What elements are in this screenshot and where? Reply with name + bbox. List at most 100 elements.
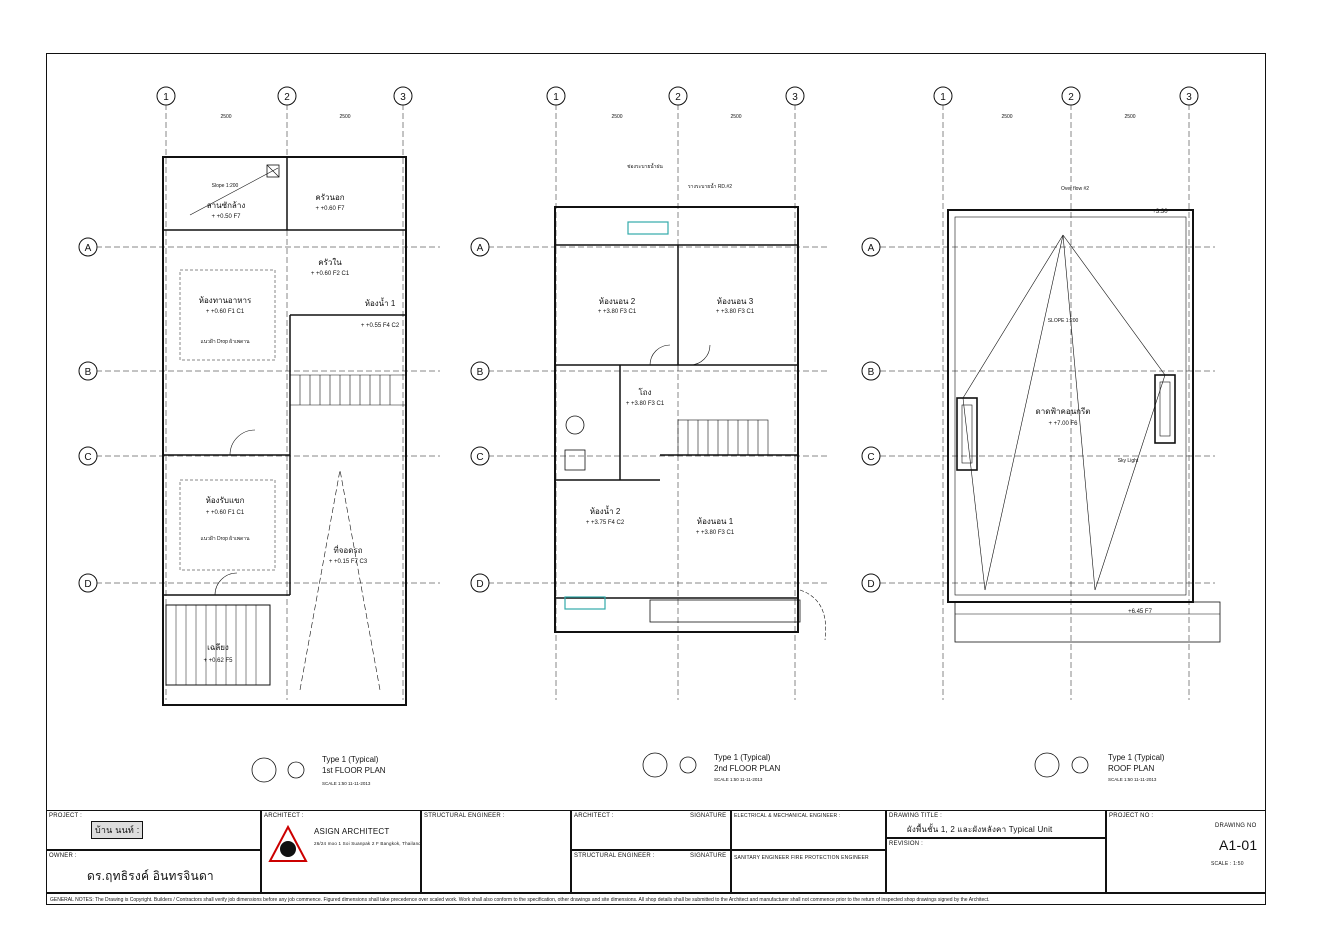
label: SANITARY ENGINEER FIRE PROTECTION ENGINE… [734,855,869,861]
note-text: รางระบายน้ำ RD.#2 [688,181,732,190]
label: OWNER : [49,853,77,859]
grid-bubble-1 [156,86,176,106]
note-text: Sky Light [1118,458,1139,464]
grid-label: B [868,367,875,378]
grid-label: D [476,579,483,590]
label: STRUCTURAL ENGINEER : [424,813,505,819]
room-tag: + +0.60 F2 C1 [311,271,350,277]
grid-label: 3 [1186,92,1192,103]
room-name: ครัวนอก [315,193,344,202]
grid-label: C [476,452,483,463]
label: ARCHITECT : [264,813,304,819]
room-name: เฉลียง [207,643,229,652]
plan-subtitle: ROOF PLAN [1108,764,1154,773]
label: SIGNATURE [690,813,727,819]
grid-label: 1 [940,92,946,103]
room-tag: + +0.62 F5 [203,658,233,664]
grid-label: D [867,579,874,590]
grid-label: D [84,579,91,590]
plan-title: Type 1 (Typical) [714,753,771,762]
level-tag: +6.45 F7 [1128,609,1153,615]
grid-label: A [868,243,875,254]
struct2-cell: STRUCTURAL ENGINEER : SIGNATURE [571,850,731,893]
room-name: ห้องนอน 2 [599,297,636,306]
room-name: ห้องนอน 1 [697,517,734,526]
level-tag: +3.30 [1152,209,1168,215]
room-tag: + +0.60 F1 C1 [206,309,245,315]
title-block: PROJECT : บ้าน นนท์ : OWNER : ดร.ฤทธิรงค… [46,810,1266,905]
dimension: 2500 [730,114,741,120]
room-name: ครัวใน [318,258,342,267]
architect2-cell: ARCHITECT : SIGNATURE [571,810,731,850]
project-name: บ้าน นนท์ : [91,821,144,839]
room-name: ห้องรับแขก [206,496,245,505]
plan-scale: SCALE 1:50 11-11-2013 [714,777,763,782]
dimension: 2500 [1124,114,1135,120]
scale-label: SCALE : 1:50 [1211,861,1244,867]
dimension: 2500 [611,114,622,120]
room-tag: + +0.60 F1 C1 [206,510,245,516]
grid-label: 3 [792,92,798,103]
note-text: ช่องระบายน้ำฝน [627,161,663,170]
grid-label: A [85,243,92,254]
plan-1st-floor [96,104,440,706]
drawing-number: A1-01 [1219,837,1258,853]
grid-label: 1 [553,92,559,103]
room-tag: + +3.80 F3 C1 [696,530,735,536]
plan-roof [880,104,1221,700]
grid-label: 3 [400,92,406,103]
grid-bubble-3 [785,86,805,106]
note-text: แนวฝ้า Drop ผ้าเพดาน [200,535,250,542]
room-name: ที่จอดรถ [333,544,362,555]
room-tag: + +7.00 F6 [1048,421,1078,427]
label: PROJECT NO : [1109,813,1154,819]
grid-bubble-1 [546,86,566,106]
room-name: ห้องทานอาหาร [199,296,252,305]
structural-cell: STRUCTURAL ENGINEER : [421,810,571,893]
label: ELECTRICAL & MECHANICAL ENGINEER : [734,813,841,819]
label: PROJECT : [49,813,83,819]
sheet-border [46,53,1266,905]
north-arrow-group [251,752,1089,783]
plan-scale: SCALE 1:50 11-11-2013 [322,781,371,786]
architect-name: ASIGN ARCHITECT [314,827,390,836]
plan-subtitle: 1st FLOOR PLAN [322,766,386,775]
grid-bubble-3 [1179,86,1199,106]
plan-scale: SCALE 1:50 11-11-2013 [1108,777,1157,782]
sanitary-cell: SANITARY ENGINEER FIRE PROTECTION ENGINE… [731,850,886,893]
architect-logo-icon [268,825,308,862]
note-text: Slope 1:200 [212,183,239,189]
grid-bubble-1 [933,86,953,106]
note-text: Over flow #2 [1061,186,1089,192]
room-name: ดาดฟ้าคอนกรีต [1036,407,1091,416]
grid-label: B [477,367,484,378]
room-tag: + +3.80 F3 C1 [598,309,637,315]
grid-label: 1 [163,92,169,103]
plan-subtitle: 2nd FLOOR PLAN [714,764,780,773]
project-no-cell: PROJECT NO : DRAWING NO A1-01 SCALE : 1:… [1106,810,1266,893]
label: REVISION : [889,841,924,847]
plan-title: Type 1 (Typical) [1108,753,1165,762]
grid-label: A [477,243,484,254]
room-tag: + +3.80 F3 C1 [626,401,665,407]
grid-bubble-2 [277,86,297,106]
label: STRUCTURAL ENGINEER : [574,853,655,859]
general-notes: GENERAL NOTES: The Drawing is Copyright.… [46,893,1266,905]
revision-cell: REVISION : [886,838,1106,893]
label: ARCHITECT : [574,813,614,819]
grid-bubble-3 [393,86,413,106]
room-tag: + +0.50 F7 [211,214,241,220]
grid-label: 2 [675,92,681,103]
dimension: 2500 [1001,114,1012,120]
room-tag: + +0.55 F4 C2 [361,323,400,329]
dimension: 2500 [220,114,231,120]
room-tag: + +3.75 F4 C2 [586,520,625,526]
label: DRAWING NO [1215,823,1257,829]
architect-cell: ARCHITECT : ASIGN ARCHITECT 26/24 moo 1 … [261,810,421,893]
owner-cell: OWNER : ดร.ฤทธิรงค์ อินทรจินดา [46,850,261,893]
note-text: แนวฝ้า Drop ผ้าเพดาน [200,338,250,345]
grid-bubble-2 [1061,86,1081,106]
dimension: 2500 [339,114,350,120]
